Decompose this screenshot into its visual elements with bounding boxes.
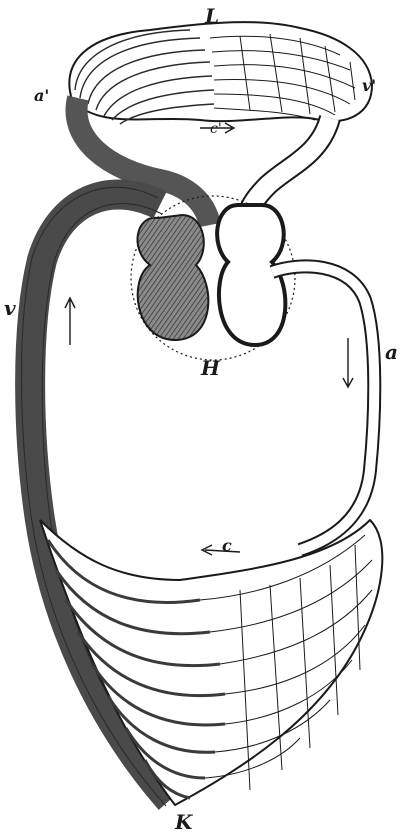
label-pulmonary-artery: a' bbox=[34, 88, 49, 104]
right-heart bbox=[138, 215, 209, 340]
label-vena-cava: v bbox=[4, 298, 16, 318]
label-body-capillaries: K bbox=[175, 812, 192, 832]
label-pulmonary-vein: v' bbox=[362, 78, 376, 94]
label-heart: H bbox=[201, 358, 220, 378]
aorta-vessel bbox=[272, 266, 374, 550]
label-systemic-capillaries: c bbox=[222, 538, 232, 554]
pulmonary-vein-vessel bbox=[248, 118, 330, 215]
label-lungs: L bbox=[205, 6, 219, 26]
label-aorta: a bbox=[385, 342, 398, 362]
pulmonary-capillary-network bbox=[69, 22, 372, 124]
label-pulmonary-capillaries: c' bbox=[210, 122, 222, 136]
